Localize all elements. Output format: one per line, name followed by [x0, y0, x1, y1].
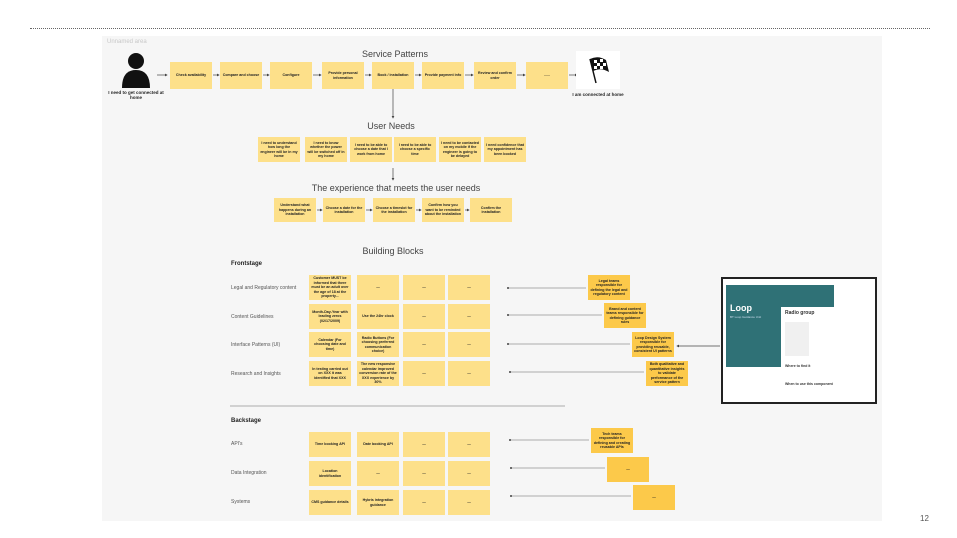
experience-sticky[interactable]: Understand what happens during an instal… [274, 198, 316, 222]
owner-sticky[interactable]: — [633, 485, 675, 510]
building-block-sticky[interactable]: — [448, 432, 490, 457]
user-need-sticky[interactable]: I need to be able to choose a date that … [350, 137, 392, 162]
service-pattern-sticky[interactable]: Provide payment info [422, 62, 464, 89]
experience-sticky[interactable]: Confirm the installation [470, 198, 512, 222]
building-blocks-title: Building Blocks [362, 246, 424, 256]
building-block-sticky[interactable]: Use the 24hr clock [357, 304, 399, 329]
frontstage-label: Frontstage [231, 261, 263, 267]
building-block-sticky[interactable]: — [357, 275, 399, 300]
owner-sticky[interactable]: Tech teams responsible for defining and … [591, 428, 633, 453]
user-need-sticky[interactable]: I need to be able to choose a specific t… [394, 137, 436, 162]
service-pattern-sticky[interactable]: Configure [270, 62, 312, 89]
owner-sticky[interactable]: Legal teams responsible for defining the… [588, 275, 630, 300]
frontstage-row-label: Legal and Regulatory content [231, 285, 297, 291]
checkered-flag-icon [589, 57, 609, 84]
building-block-sticky[interactable]: Calendar (For choosing date and time) [309, 332, 351, 357]
start-caption: I need to get connected at home [108, 90, 164, 100]
backstage-row-label: Data Integration [231, 470, 267, 476]
user-need-sticky[interactable]: I need to be contacted on my mobile if t… [439, 137, 481, 162]
owner-sticky[interactable]: — [607, 457, 649, 482]
owner-sticky[interactable]: Both qualitative and quantitative insigh… [646, 361, 688, 386]
service-pattern-sticky[interactable]: Provide personal information [322, 62, 364, 89]
building-block-sticky[interactable]: Date booking API [357, 432, 399, 457]
building-block-sticky[interactable]: Radio Buttons (For choosing preferred co… [357, 332, 399, 357]
building-block-sticky[interactable]: Month-Day-Year with leading zeros (02/17… [309, 304, 351, 329]
frontstage-row-label: Research and Insights [231, 371, 281, 377]
building-block-sticky[interactable]: — [403, 304, 445, 329]
building-block-sticky[interactable]: — [448, 361, 490, 386]
experience-sticky[interactable]: Confirm how you want to be reminded abou… [422, 198, 464, 222]
radio-example [785, 322, 809, 356]
building-block-sticky[interactable]: — [448, 275, 490, 300]
card-title: Radio group [785, 310, 815, 316]
building-block-sticky[interactable]: — [448, 304, 490, 329]
building-block-sticky[interactable]: Hybris integration guidance [357, 490, 399, 515]
backstage-row-label: API's [231, 441, 243, 447]
person-icon [122, 53, 150, 88]
end-image [576, 51, 620, 89]
service-pattern-sticky[interactable]: Compare and choose [220, 62, 262, 89]
backstage-label: Backstage [231, 418, 262, 424]
building-block-sticky[interactable]: Time booking API [309, 432, 351, 457]
service-pattern-sticky[interactable]: Review and confirm order [474, 62, 516, 89]
backstage-row-label: Systems [231, 499, 251, 505]
building-block-sticky[interactable]: The new responsive calendar improved con… [357, 361, 399, 386]
page-number: 12 [920, 514, 929, 523]
building-block-sticky[interactable]: — [403, 432, 445, 457]
service-patterns-title: Service Patterns [361, 49, 429, 59]
building-block-sticky[interactable]: — [448, 461, 490, 486]
experience-sticky[interactable]: Choose a date for the installation [323, 198, 365, 222]
service-pattern-sticky[interactable]: Check availability [170, 62, 212, 89]
owner-sticky[interactable]: Brand and content teams responsible for … [604, 303, 646, 328]
building-block-sticky[interactable]: In testing carried out on XXX it was ide… [309, 361, 351, 386]
building-block-sticky[interactable]: — [357, 461, 399, 486]
user-needs-title: User Needs [367, 121, 415, 131]
loop-title: Loop [730, 303, 752, 313]
dotted-divider [30, 28, 930, 29]
building-block-sticky[interactable]: — [403, 490, 445, 515]
building-block-sticky[interactable]: — [403, 275, 445, 300]
experience-sticky[interactable]: Choose a timeslot for the installation [373, 198, 415, 222]
building-block-sticky[interactable]: — [403, 332, 445, 357]
where-heading: Where to find it [785, 364, 811, 368]
frontstage-row-label: Interface Patterns (UI) [231, 342, 281, 348]
service-pattern-sticky[interactable]: ...... [526, 62, 568, 89]
end-caption: I am connected at home [572, 92, 624, 97]
service-pattern-sticky[interactable]: Book / installation [372, 62, 414, 89]
area-label: Unnamed area [107, 39, 147, 45]
building-block-sticky[interactable]: — [448, 490, 490, 515]
user-need-sticky[interactable]: I need to understand how long the engine… [258, 137, 300, 162]
when-heading: When to use this component [785, 382, 833, 386]
building-block-sticky[interactable]: — [403, 461, 445, 486]
user-need-sticky[interactable]: I need confidence that my appointment ha… [484, 137, 526, 162]
loop-component-card: Radio group Where to find it When to use… [781, 307, 869, 395]
building-block-sticky[interactable]: — [448, 332, 490, 357]
frontstage-row-label: Content Guidelines [231, 314, 274, 320]
owner-sticky[interactable]: Loop Design System responsible for provi… [632, 332, 674, 357]
building-block-sticky[interactable]: — [403, 361, 445, 386]
building-block-sticky[interactable]: Customer MUST be informed that there mus… [309, 275, 351, 300]
loop-subtitle: BT Loop Guidance Unit [730, 315, 762, 319]
building-block-sticky[interactable]: CMS guidance details [309, 490, 351, 515]
loop-design-system-screenshot[interactable]: Loop BT Loop Guidance Unit Radio group W… [721, 277, 877, 404]
experience-title: The experience that meets the user needs [311, 183, 481, 193]
building-block-sticky[interactable]: Location identification [309, 461, 351, 486]
user-need-sticky[interactable]: I need to know whether the power will be… [305, 137, 347, 162]
